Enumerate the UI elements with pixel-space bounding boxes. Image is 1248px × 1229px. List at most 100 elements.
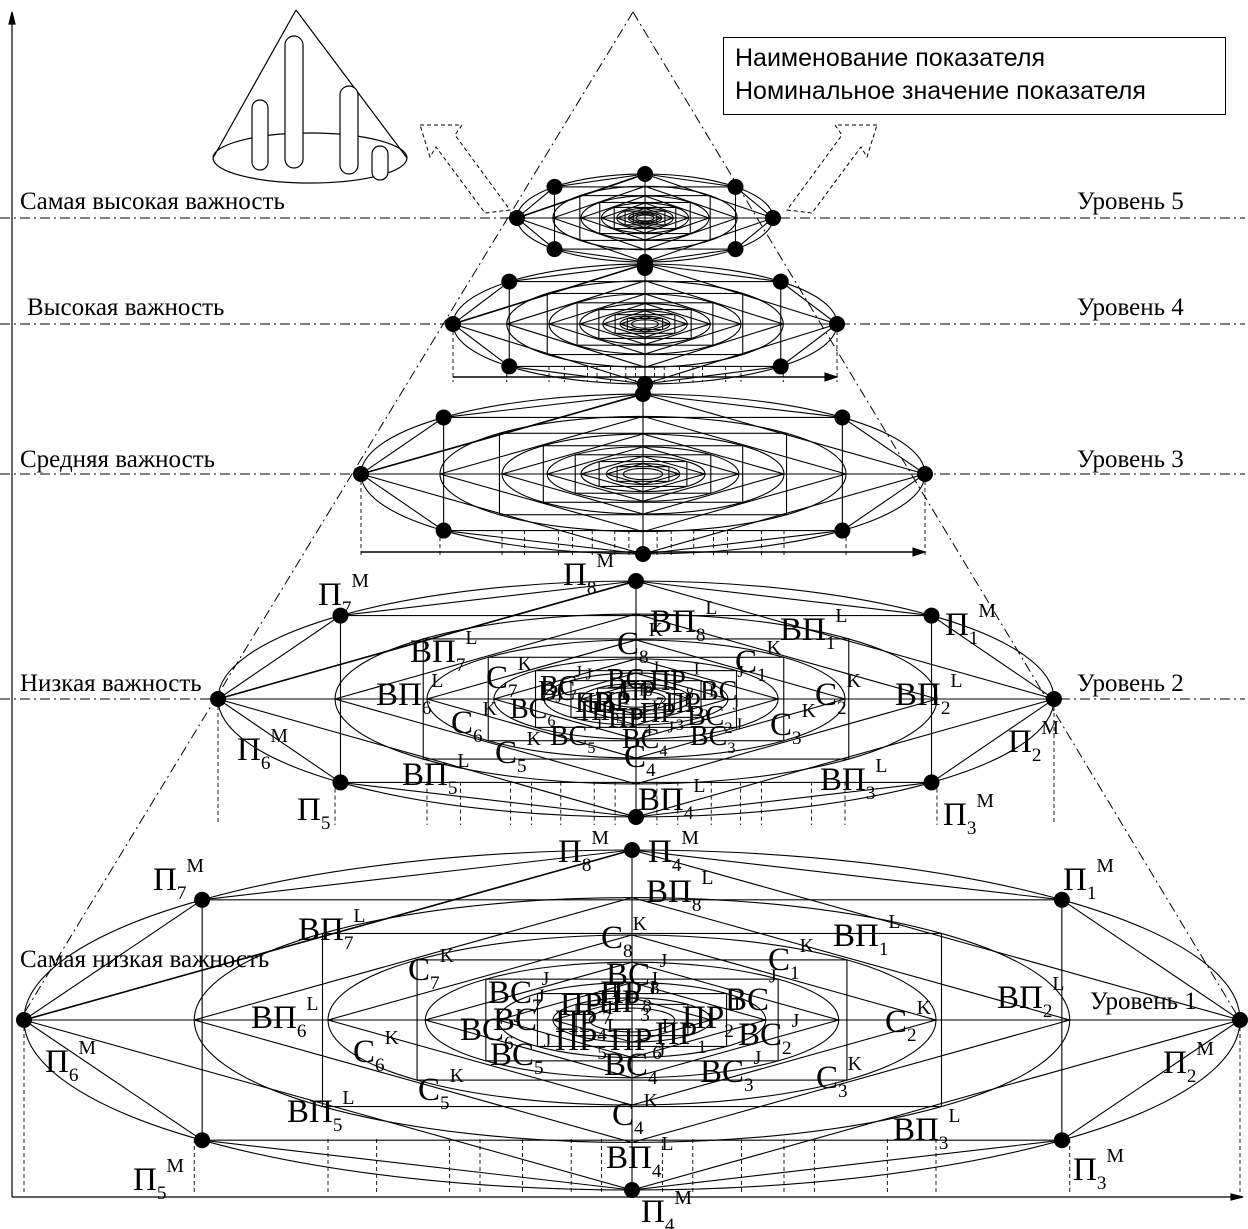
level-2-point-label: ВП5L: [402, 750, 470, 799]
level-1-point-marker: [624, 1182, 640, 1198]
level-2-projection-lines: [217, 699, 1055, 825]
level-5-point-marker: [727, 241, 744, 258]
level-2-point-marker: [628, 809, 644, 825]
level-2-point-label: С6K: [451, 698, 498, 747]
level-5-point-marker: [765, 210, 781, 226]
level-2-point-label: ВП8L: [650, 597, 718, 646]
level-3-point-marker: [353, 466, 369, 482]
level-2-point-label: С4: [624, 739, 656, 781]
level-1-point-marker: [194, 1132, 211, 1149]
level-2-point-label: П8M: [563, 550, 614, 599]
level-1-point-label: ВП7L: [298, 905, 366, 954]
level-2-inner-label: ВС7J: [540, 665, 592, 707]
importance-label-5: Самая высокая важность: [20, 188, 285, 215]
level-1-point-marker: [624, 842, 640, 858]
up-arrows: [419, 124, 878, 214]
level-3-layer: [353, 386, 933, 562]
level-1-inner-label: ВС6J: [460, 1005, 522, 1054]
level-layers: [16, 166, 1248, 1198]
level-5-point-marker: [546, 178, 563, 195]
level-2-layer: [210, 573, 1062, 825]
level-2-inner-label: ВС4J: [622, 718, 674, 760]
level-2-point-marker: [923, 774, 940, 791]
level-2-point-marker: [923, 607, 940, 624]
level-1-point-label: С7K: [408, 945, 455, 994]
level-1-point-marker: [16, 1012, 32, 1028]
level-5-point-marker: [509, 210, 525, 226]
level-2-inner-label: ПР2I: [665, 682, 715, 724]
level-1-inner-label: ВС4J: [604, 1040, 666, 1089]
level-2-point-label: П2M: [1008, 717, 1059, 766]
level-2-point-label: ВП3L: [820, 755, 888, 804]
level-1-point-label: С2K: [885, 997, 932, 1046]
level-1-point-label: С3K: [816, 1053, 863, 1102]
level-2-point-label: С7K: [486, 653, 533, 702]
level-4-point-marker: [445, 316, 461, 332]
level-2-inner-label: ПР1I: [595, 681, 645, 723]
level-3-point-marker: [635, 386, 651, 402]
level-3-point-marker: [435, 522, 452, 539]
level-4-layer: [445, 256, 845, 392]
level-1-inner-label: ПР3I: [598, 977, 656, 1026]
level-2-point-label: С2K: [815, 670, 862, 719]
level-2-inner-label: ВС8J: [607, 658, 659, 700]
level-2-point-marker: [332, 774, 349, 791]
level-2-inner-label: ПР7I: [620, 670, 670, 712]
level-5-point-marker: [637, 166, 653, 182]
level-1-point-marker: [1053, 1132, 1070, 1149]
level-2-point-label: ВП2L: [895, 670, 963, 719]
level-label-2: Уровень 2: [1077, 670, 1184, 697]
level-1-inner-label: ПР4I: [555, 997, 613, 1046]
level-3-point-marker: [834, 522, 851, 539]
level-1-layer: [16, 842, 1248, 1198]
level-1-point-label: С6K: [353, 1027, 400, 1076]
level-4-point-marker: [501, 358, 518, 375]
level-3-point-marker: [435, 409, 452, 426]
level-5-point-marker: [546, 241, 563, 258]
axes: [8, 11, 1244, 1201]
level-3-arrow-icon: [912, 547, 927, 557]
level-2-point-label: ВП7L: [410, 627, 478, 676]
level-1-point-label: П3M: [1073, 1145, 1124, 1194]
level-1-point-label: ВП8L: [646, 867, 714, 916]
level-2-point-label: ВП4L: [638, 775, 706, 824]
level-2-inner-label: ВС3J: [690, 715, 742, 757]
level-1-point-label: С1K: [768, 935, 815, 984]
level-1-inner-label: ВС2J: [738, 1010, 800, 1059]
level-1-point-marker: [1053, 891, 1070, 908]
level-2-inner-label: ПР3I: [640, 692, 690, 734]
level-1-inner-label: ВСJ: [725, 966, 777, 1018]
level-1-inner-label: ПР6I: [610, 1015, 668, 1064]
level-1-point-label: П7M: [153, 855, 204, 904]
level-1-inner-label: ПР5I: [555, 1015, 613, 1064]
level-2-point-label: ВП6L: [376, 670, 444, 719]
level-2-inner-label: ВСJ: [700, 662, 744, 707]
level-3-point-marker: [917, 466, 933, 482]
level-1-point-label: П2M: [1163, 1038, 1214, 1087]
level-1-point-label: С8K: [601, 913, 648, 962]
level-1-inner-label: ПР8I: [600, 968, 658, 1017]
level-1-inner-label: ПР2I: [682, 993, 740, 1042]
level-1-point-label: ВП1L: [833, 911, 901, 960]
right-up-arrow-icon: [786, 124, 878, 214]
level-1-point-label: П5M: [133, 1155, 184, 1204]
level-2-point-marker: [332, 607, 349, 624]
level-1-inner-label: ВС3J: [700, 1047, 762, 1096]
level-2-inner-label: ПР4I: [608, 697, 658, 739]
level-1-point-label: ВП6L: [251, 993, 319, 1042]
level-4-point-marker: [829, 316, 845, 332]
legend-indicator-name: Наименование показателя: [735, 44, 1045, 72]
level-2-point-label: ВП1L: [780, 605, 848, 654]
level-2-inner-label: ПР5I: [580, 690, 630, 732]
level-1-inner-label: ВСJ: [493, 986, 545, 1038]
level-2-point-label: П5: [297, 792, 330, 834]
level-1-point-label: П6M: [45, 1037, 96, 1086]
level-1-point-marker: [1232, 1012, 1248, 1028]
level-3-point-marker: [635, 546, 651, 562]
cone-cylinders-icon: [212, 9, 408, 184]
level-1-inner-label: ВС8J: [606, 950, 668, 999]
level-1-inner-label: ВС5J: [490, 1030, 552, 1079]
level-1-point-label: П8M: [558, 827, 609, 876]
